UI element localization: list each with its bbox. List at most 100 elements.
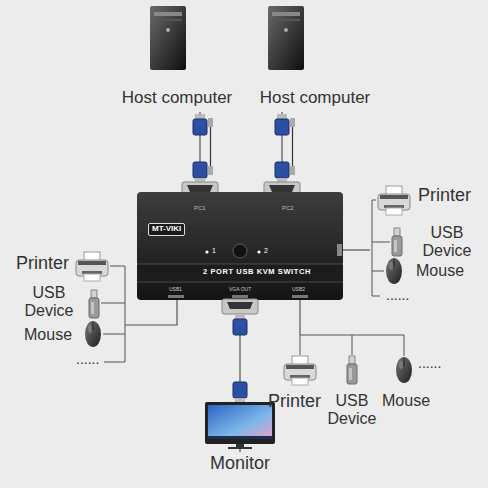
cable-connector xyxy=(343,249,370,250)
kvm-housing xyxy=(137,264,343,265)
vga-plug xyxy=(195,114,205,119)
monitor-icon xyxy=(205,402,275,449)
vga-plug xyxy=(233,314,247,402)
cable-connector xyxy=(125,300,177,325)
host-tower xyxy=(154,12,182,16)
more-dots: ...... xyxy=(418,356,441,371)
device-label: Printer xyxy=(16,254,69,274)
host-tower xyxy=(166,28,170,32)
peripheral-icons xyxy=(284,356,316,385)
bracket-line xyxy=(110,266,125,267)
peripheral-icons xyxy=(386,258,402,284)
port-label: PC1 xyxy=(194,205,206,212)
usb-cable xyxy=(208,118,213,127)
kvm-housing xyxy=(137,264,343,282)
more-dots: ...... xyxy=(76,352,99,367)
kvm-housing xyxy=(232,295,248,298)
device-label: Printer xyxy=(268,392,321,412)
usb-cable xyxy=(208,166,213,175)
host-tower xyxy=(150,6,186,70)
usb-cable xyxy=(290,118,295,127)
device-label: USB Device xyxy=(324,392,380,427)
vga-plug xyxy=(277,114,287,119)
kvm-housing xyxy=(233,244,247,258)
bracket-line xyxy=(372,271,384,272)
bracket-line xyxy=(101,200,404,362)
bracket-line xyxy=(352,335,353,355)
bracket-line xyxy=(103,334,125,335)
usb-cable xyxy=(208,118,213,175)
vga-plug xyxy=(193,114,207,183)
port-label: USB1 xyxy=(169,287,182,293)
device-label: Mouse xyxy=(416,262,464,280)
usb-cable xyxy=(290,166,295,175)
device-label: USB Device xyxy=(20,284,78,319)
kvm-housing xyxy=(269,185,295,192)
vga-plug xyxy=(193,162,207,178)
bracket-line xyxy=(101,303,125,304)
kvm-housing xyxy=(137,282,343,283)
device-label: Mouse xyxy=(382,392,430,410)
vga-plug xyxy=(275,119,289,135)
port-label: PC2 xyxy=(282,205,294,212)
host-computer: Host computer xyxy=(112,88,243,112)
monitor-icon xyxy=(228,447,252,449)
kvm-housing xyxy=(137,192,343,300)
peripheral-icons xyxy=(76,252,108,281)
peripheral-group: PrinterUSB DeviceMouse...... xyxy=(8,248,125,378)
host-tower xyxy=(268,6,304,70)
kvm-housing xyxy=(227,302,253,309)
bracket-line xyxy=(404,335,405,356)
bracket-line xyxy=(372,200,376,201)
vga-plug xyxy=(193,119,207,135)
bracket-line xyxy=(372,296,380,297)
peripheral-icons xyxy=(396,357,412,383)
port-label: VGA OUT xyxy=(229,287,251,293)
usb-cable xyxy=(210,127,211,166)
peripheral-group: PrinterUSB DeviceMouse...... xyxy=(262,335,448,429)
peripheral-icons xyxy=(89,290,99,318)
monitor-icon xyxy=(208,436,272,439)
device-label: Printer xyxy=(418,186,471,206)
host-computer: Host computer xyxy=(250,88,381,112)
kvm-housing xyxy=(137,182,343,314)
peripheral-icons xyxy=(76,186,412,385)
kvm-switch: PC1PC2MT-VIKI122 PORT USB KVM SWITCHUSB1… xyxy=(137,192,343,300)
kvm-housing xyxy=(292,295,308,298)
host-tower xyxy=(154,19,182,21)
host-tower xyxy=(272,19,300,21)
brand-logo: MT-VIKI xyxy=(148,223,185,236)
host-tower xyxy=(272,12,300,16)
cable-connector xyxy=(299,300,300,335)
monitor: Monitor xyxy=(190,452,291,478)
monitor-label: Monitor xyxy=(190,454,290,474)
kvm-housing xyxy=(187,185,213,192)
vga-plug xyxy=(275,162,289,178)
host-label: Host computer xyxy=(112,89,242,108)
vga-plug xyxy=(233,319,247,335)
device-label: Mouse xyxy=(24,326,72,344)
host-tower xyxy=(150,6,186,70)
button-number: 1 xyxy=(212,247,216,255)
kvm-housing xyxy=(222,299,258,314)
host-label: Host computer xyxy=(250,89,380,108)
usb-cable xyxy=(292,127,293,166)
bracket-line xyxy=(372,242,390,243)
kvm-housing xyxy=(257,250,260,253)
monitor-icon xyxy=(208,405,272,439)
peripheral-group: PrinterUSB DeviceMouse...... xyxy=(370,184,482,308)
more-dots: ...... xyxy=(386,288,409,303)
vga-plug xyxy=(235,314,245,319)
kvm-housing xyxy=(168,295,184,298)
bracket-line xyxy=(372,200,373,296)
peripheral-icons xyxy=(392,228,402,256)
bracket-line xyxy=(104,362,125,363)
bracket-line xyxy=(125,266,126,362)
bracket-line xyxy=(300,335,301,355)
product-name: 2 PORT USB KVM SWITCH xyxy=(203,268,311,276)
host-tower xyxy=(268,6,304,70)
kvm-housing xyxy=(205,250,208,253)
